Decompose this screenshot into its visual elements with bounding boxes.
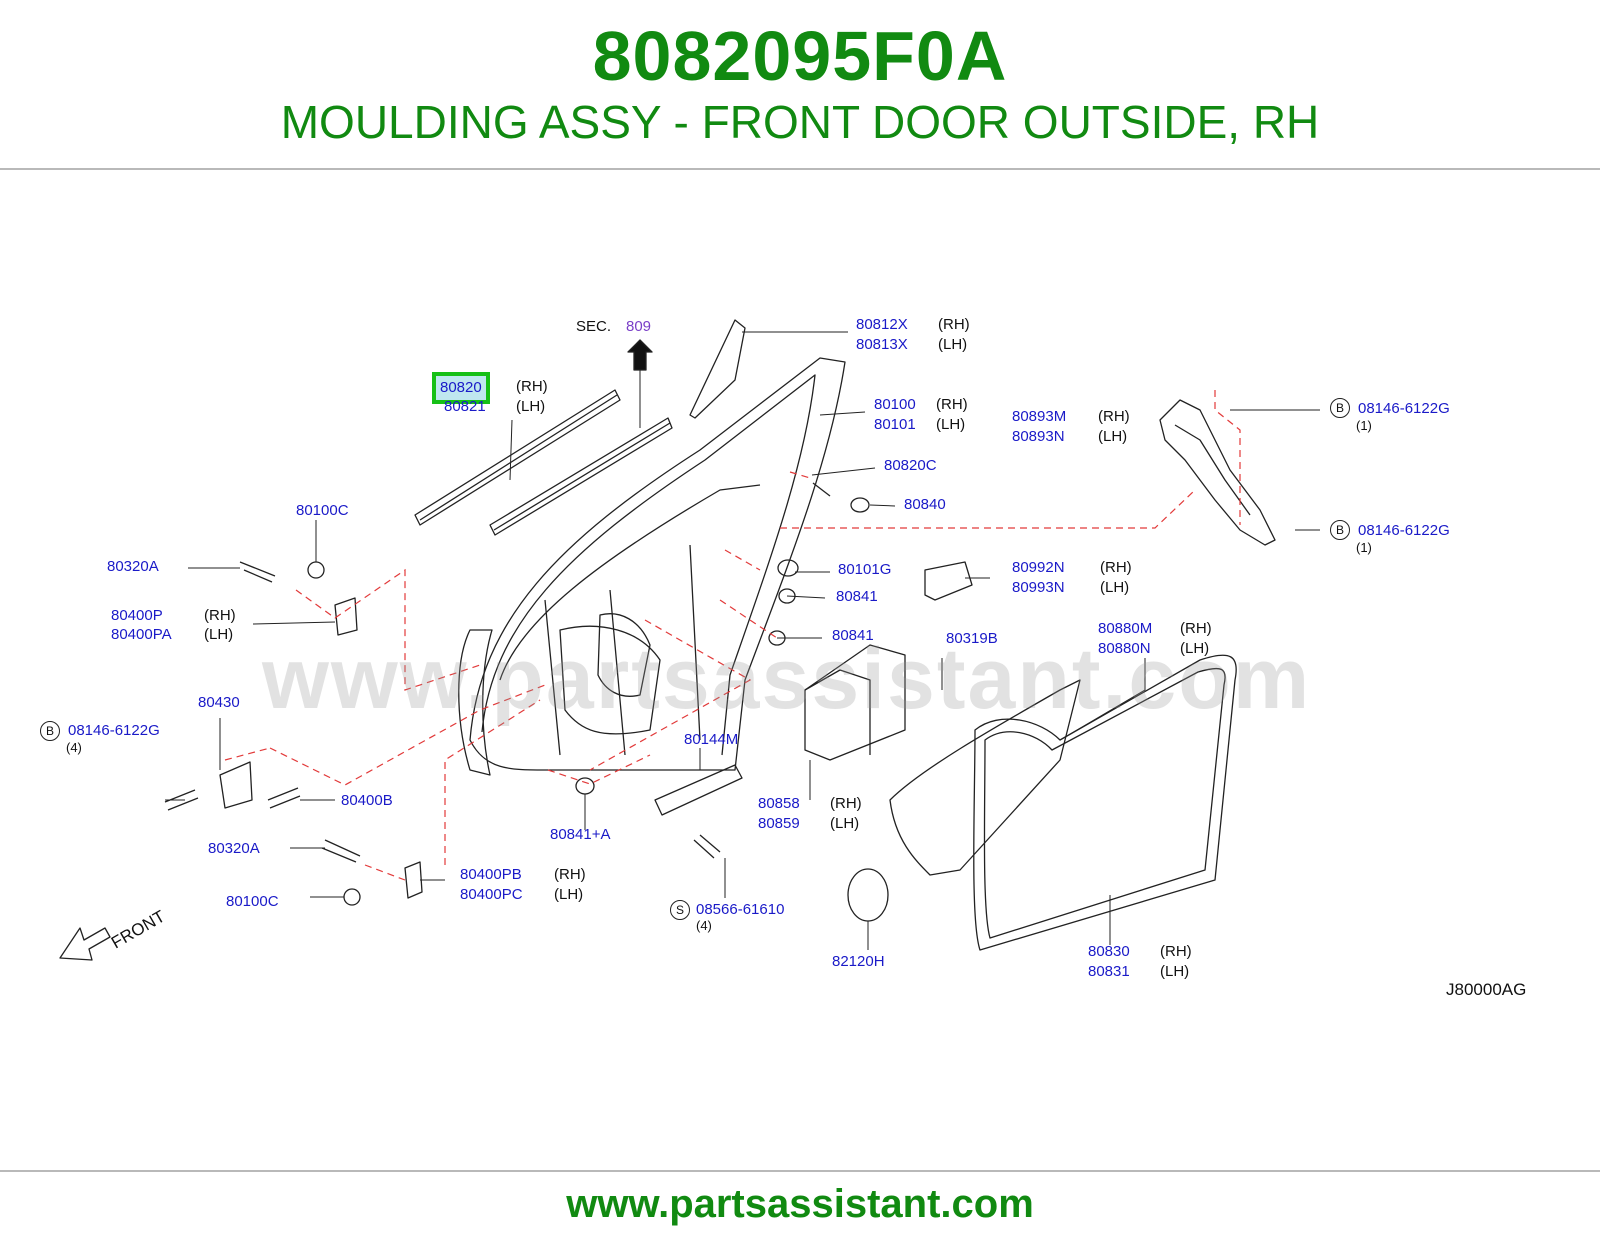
side-label: (RH) — [554, 866, 586, 883]
part-label-80319B[interactable]: 80319B — [946, 630, 998, 647]
watermark: www.partsassistant.com — [262, 631, 1312, 727]
part-label-80841-a[interactable]: 80841 — [836, 588, 878, 605]
side-label: (RH) — [1098, 408, 1130, 425]
part-label-80830[interactable]: 80830 — [1088, 943, 1130, 960]
part-label-80841-b[interactable]: 80841 — [832, 627, 874, 644]
side-label: (LH) — [1098, 428, 1128, 445]
part-label-80400PA[interactable]: 80400PA — [111, 626, 172, 643]
b-badge-icon: B — [1330, 398, 1350, 418]
side-label: (LH) — [204, 626, 234, 643]
part-label-bolt-top[interactable]: 08146-6122G — [1358, 400, 1450, 417]
part-number-title: 8082095F0A — [592, 17, 1008, 95]
quantity-label: (1) — [1356, 540, 1372, 555]
part-label-80859[interactable]: 80859 — [758, 815, 800, 832]
parts-diagram: www.partsassistant.com SEC. 809 80812X (… — [0, 300, 1600, 1040]
part-label-80100C-bottom[interactable]: 80100C — [226, 893, 279, 910]
part-label-80821[interactable]: 80821 — [444, 398, 486, 415]
part-label-80320A-top[interactable]: 80320A — [107, 558, 159, 575]
part-label-80812X[interactable]: 80812X — [856, 316, 908, 333]
side-label: (LH) — [554, 886, 584, 903]
side-label: (RH) — [516, 378, 548, 395]
part-label-80400PC[interactable]: 80400PC — [460, 886, 523, 903]
moulding-80821 — [489, 417, 673, 536]
part-label-80101G[interactable]: 80101G — [838, 561, 892, 578]
diagram-drawing — [59, 319, 1320, 961]
front-arrow — [59, 927, 111, 961]
part-label-80320A-bottom[interactable]: 80320A — [208, 840, 260, 857]
part-label-80841A[interactable]: 80841+A — [550, 826, 611, 843]
part-label-80880M[interactable]: 80880M — [1098, 620, 1153, 637]
part-label-82120H[interactable]: 82120H — [832, 953, 885, 970]
page-header: 8082095F0A MOULDING ASSY - FRONT DOOR OU… — [0, 0, 1600, 168]
part-label-80101[interactable]: 80101 — [874, 416, 916, 433]
b-badge-icon: B — [1330, 520, 1350, 540]
side-label: (LH) — [830, 815, 860, 832]
part-label-80400B[interactable]: 80400B — [341, 792, 393, 809]
header-divider — [0, 168, 1600, 170]
quantity-label: (4) — [696, 918, 712, 933]
part-label-80880N[interactable]: 80880N — [1098, 640, 1151, 657]
side-label: (LH) — [1100, 579, 1130, 596]
part-label-80400PB[interactable]: 80400PB — [460, 866, 522, 883]
part-label-80400P[interactable]: 80400P — [111, 607, 163, 624]
part-label-80100C-top[interactable]: 80100C — [296, 502, 349, 519]
side-label: (LH) — [1160, 963, 1190, 980]
sec-number-link[interactable]: 809 — [626, 318, 652, 335]
side-label: (LH) — [938, 336, 968, 353]
highlighted-part-80820[interactable]: 80820 — [432, 372, 490, 404]
side-label: (LH) — [1180, 640, 1210, 657]
sec-arrow — [627, 339, 653, 371]
part-label-80813X[interactable]: 80813X — [856, 336, 908, 353]
part-label-80893M[interactable]: 80893M — [1012, 408, 1067, 425]
part-label-80430[interactable]: 80430 — [198, 694, 240, 711]
s-badge-icon: S — [670, 900, 690, 920]
part-description: MOULDING ASSY - FRONT DOOR OUTSIDE, RH — [280, 96, 1320, 148]
quantity-label: (4) — [66, 740, 82, 755]
part-label-80100[interactable]: 80100 — [874, 396, 916, 413]
sec-label: SEC. — [576, 318, 612, 335]
side-label: (RH) — [1160, 943, 1192, 960]
footer-divider — [0, 1170, 1600, 1172]
part-label-80993N[interactable]: 80993N — [1012, 579, 1065, 596]
part-label-bolt-mid[interactable]: 08146-6122G — [1358, 522, 1450, 539]
b-badge-icon: B — [40, 721, 60, 741]
part-label-80820[interactable]: 80820 — [440, 379, 482, 396]
side-label: (RH) — [938, 316, 970, 333]
door-frame — [469, 357, 846, 771]
door-seal — [973, 654, 1237, 951]
quantity-label: (1) — [1356, 418, 1372, 433]
part-label-bolt-left[interactable]: 08146-6122G — [68, 722, 160, 739]
part-label-80831[interactable]: 80831 — [1088, 963, 1130, 980]
side-label: (RH) — [204, 607, 236, 624]
side-label: (LH) — [936, 416, 966, 433]
part-label-80893N[interactable]: 80893N — [1012, 428, 1065, 445]
part-label-80840[interactable]: 80840 — [904, 496, 946, 513]
footer-site-link[interactable]: www.partsassistant.com — [566, 1182, 1034, 1226]
side-label: (RH) — [830, 795, 862, 812]
part-label-80144M[interactable]: 80144M — [684, 731, 739, 748]
part-label-screw[interactable]: 08566-61610 — [696, 901, 785, 918]
side-label: (RH) — [1100, 559, 1132, 576]
part-label-80820C[interactable]: 80820C — [884, 457, 937, 474]
side-label: (LH) — [516, 398, 546, 415]
side-label: (RH) — [1180, 620, 1212, 637]
diagram-code: J80000AG — [1446, 980, 1527, 999]
moulding-80820 — [414, 389, 621, 526]
part-label-80992N[interactable]: 80992N — [1012, 559, 1065, 576]
part-label-80858[interactable]: 80858 — [758, 795, 800, 812]
side-label: (RH) — [936, 396, 968, 413]
